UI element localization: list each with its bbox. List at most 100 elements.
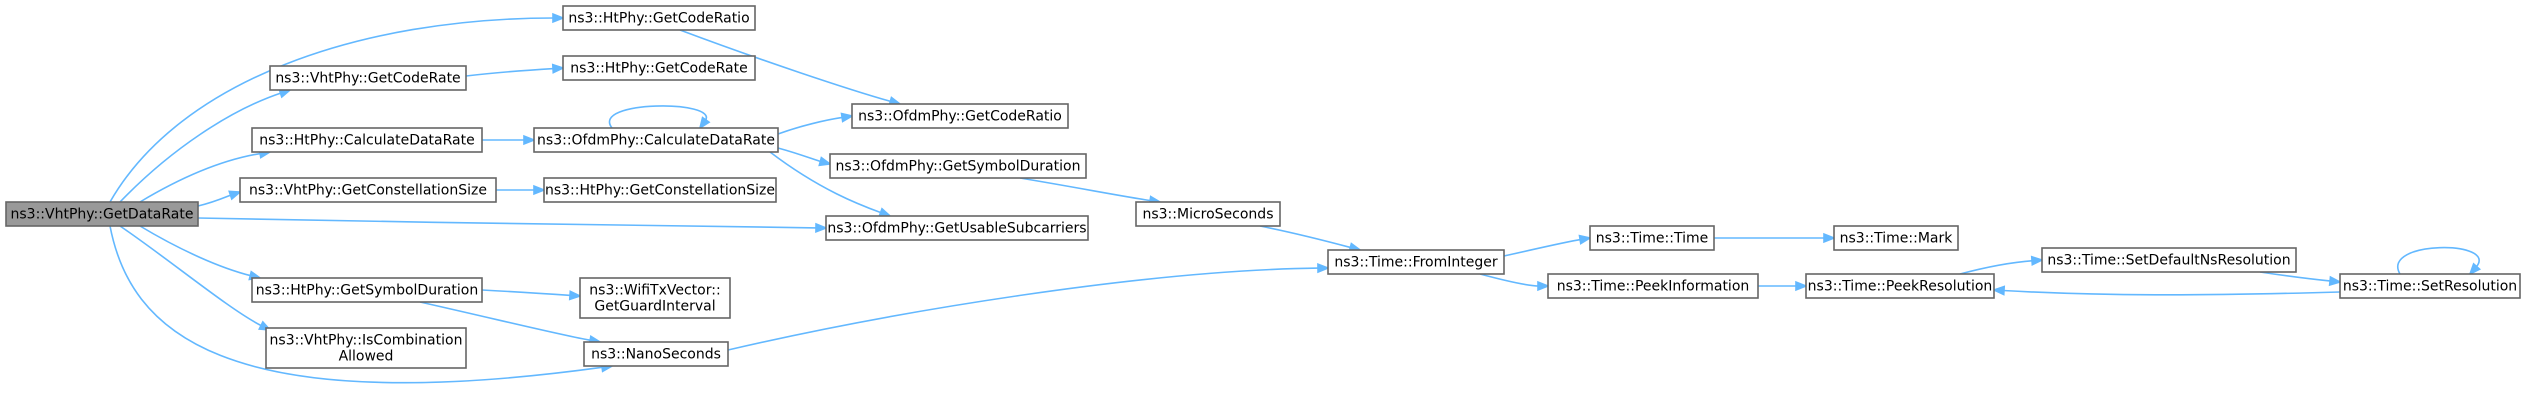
node-ofdm-getusablesub[interactable]: ns3::OfdmPhy::GetUsableSubcarriers [825, 215, 1089, 241]
edge-line [197, 217, 818, 229]
node-ht-getsymbolduration[interactable]: ns3::HtPhy::GetSymbolDuration [251, 277, 483, 303]
node-vht-getconstsize[interactable]: ns3::VhtPhy::GetConstellationSize [239, 177, 497, 203]
edge-ofdm_calcdatarate-to-ofdm_calcdatarate [608, 105, 711, 130]
arrowhead-icon [228, 190, 243, 201]
arrowhead-icon [1991, 285, 2006, 296]
edge-line [139, 152, 262, 203]
node-time-mark[interactable]: ns3::Time::Mark [1833, 225, 1959, 251]
node-microseconds[interactable]: ns3::MicroSeconds [1135, 201, 1281, 227]
node-label: ns3::OfdmPhy::GetSymbolDuration [836, 159, 1081, 175]
edge-line [2259, 271, 2332, 282]
edge-ht_getsymbolduration-to-wifitx_getguard [481, 289, 583, 301]
node-label: ns3::VhtPhy::GetDataRate [11, 207, 194, 223]
node-label: Allowed [339, 349, 394, 365]
arrowhead-icon [840, 112, 855, 123]
node-time-time[interactable]: ns3::Time::Time [1589, 225, 1715, 251]
node-box [269, 65, 467, 91]
node-label: ns3::OfdmPhy::CalculateDataRate [537, 133, 775, 149]
node-box [265, 327, 467, 369]
node-box [533, 127, 779, 153]
node-time-peekinfo[interactable]: ns3::Time::PeekInformation [1547, 273, 1759, 299]
edge-vht_getcoderate-to-ht_getcoderate [465, 63, 566, 77]
edge-line [1019, 177, 1152, 202]
edge-line [727, 267, 1320, 351]
edge-root-to-ht_getcoderatio [109, 12, 566, 203]
node-box [583, 341, 729, 367]
node-root[interactable]: ns3::VhtPhy::GetDataRate [5, 201, 199, 227]
arrowhead-icon [2030, 255, 2045, 266]
arrowhead-icon [698, 116, 711, 130]
node-ht-calcdatarate[interactable]: ns3::HtPhy::CalculateDataRate [251, 127, 483, 153]
node-box [829, 153, 1087, 179]
edge-line [1479, 273, 1540, 287]
arrowhead-icon [818, 156, 833, 167]
node-label: ns3::Time::SetDefaultNsResolution [2047, 253, 2290, 269]
node-label: ns3::Time::Mark [1840, 231, 1954, 247]
node-label: ns3::NanoSeconds [591, 347, 721, 363]
edge-time_setres-to-time_setres [2396, 246, 2482, 276]
edge-time_frominteger-to-time_time [1503, 234, 1593, 257]
arrowhead-icon [2328, 275, 2343, 287]
node-label: ns3::Time::PeekInformation [1557, 279, 1750, 295]
edge-ofdm_calcdatarate-to-ofdm_getsymbolduration [777, 147, 833, 167]
node-label: ns3::MicroSeconds [1142, 207, 1273, 223]
node-ofdm-calcdatarate[interactable]: ns3::OfdmPhy::CalculateDataRate [533, 127, 779, 153]
arrowhead-icon [1823, 232, 1837, 244]
node-box [239, 177, 497, 203]
node-box [251, 277, 483, 303]
node-ofdm-getcoderatio[interactable]: ns3::OfdmPhy::GetCodeRatio [851, 103, 1069, 129]
node-label: ns3::HtPhy::GetConstellationSize [545, 183, 775, 199]
node-label: ns3::Time::FromInteger [1334, 255, 1497, 271]
node-ofdm-getsymbolduration[interactable]: ns3::OfdmPhy::GetSymbolDuration [829, 153, 1087, 179]
node-box [5, 201, 199, 227]
node-label: ns3::HtPhy::GetCodeRatio [568, 11, 749, 27]
node-label: ns3::OfdmPhy::GetCodeRatio [858, 109, 1062, 125]
edge-ht_calcdatarate-to-ofdm_calcdatarate [482, 134, 537, 146]
arrowhead-icon [551, 63, 566, 74]
node-box [543, 177, 777, 203]
edge-line [139, 225, 252, 277]
node-time-frominteger[interactable]: ns3::Time::FromInteger [1327, 249, 1505, 275]
arrowhead-icon [568, 290, 583, 301]
arrowhead-icon [878, 207, 893, 218]
edge-nanoseconds-to-time_frominteger [727, 262, 1331, 351]
node-label: ns3::VhtPhy::GetCodeRate [275, 71, 460, 87]
node-nanoseconds[interactable]: ns3::NanoSeconds [583, 341, 729, 367]
arrowhead-icon [1317, 262, 1331, 274]
node-ht-getconstsize[interactable]: ns3::HtPhy::GetConstellationSize [543, 177, 777, 203]
node-label: GetGuardInterval [594, 299, 715, 315]
edge-line [2002, 289, 2341, 296]
edge-time_peekres-to-time_setdefaultns [1959, 255, 2045, 275]
edge-line [1959, 259, 2034, 275]
arrowhead-icon [1578, 234, 1593, 245]
node-label: ns3::HtPhy::GetSymbolDuration [256, 283, 478, 299]
node-label: ns3::Time::Time [1596, 231, 1708, 247]
node-label: ns3::VhtPhy::IsCombination [270, 333, 463, 349]
node-box [562, 55, 756, 81]
node-time-peekres[interactable]: ns3::Time::PeekResolution [1805, 273, 1995, 299]
edge-line [119, 225, 263, 327]
node-time-setdefaultns[interactable]: ns3::Time::SetDefaultNsResolution [2041, 247, 2297, 273]
arrowhead-icon [2468, 262, 2482, 276]
node-label: ns3::HtPhy::CalculateDataRate [259, 133, 474, 149]
edge-line [465, 67, 555, 77]
node-ht-getcoderatio[interactable]: ns3::HtPhy::GetCodeRatio [562, 5, 756, 31]
node-box [2339, 273, 2521, 299]
node-box [1327, 249, 1505, 275]
nodes-layer: ns3::VhtPhy::GetDataRate ns3::HtPhy::GetC… [5, 5, 2521, 369]
node-box [1589, 225, 1715, 251]
node-label: ns3::VhtPhy::GetConstellationSize [249, 183, 487, 199]
node-ht-getcoderate[interactable]: ns3::HtPhy::GetCodeRate [562, 55, 756, 81]
edge-time_setdefaultns-to-time_setres [2259, 271, 2343, 287]
edge-vht_getconstsize-to-ht_getconstsize [495, 184, 547, 196]
node-label: ns3::HtPhy::GetCodeRate [570, 61, 747, 77]
node-box [251, 127, 483, 153]
edge-line [109, 17, 555, 203]
node-vht-getcoderate[interactable]: ns3::VhtPhy::GetCodeRate [269, 65, 467, 91]
edge-line [481, 289, 572, 297]
node-time-setres[interactable]: ns3::Time::SetResolution [2339, 273, 2521, 299]
arrowhead-icon [523, 134, 537, 146]
edge-time_peekinfo-to-time_peekres [1757, 280, 1809, 292]
node-wifitx-getguard[interactable]: ns3::WifiTxVector::GetGuardInterval [579, 277, 731, 319]
